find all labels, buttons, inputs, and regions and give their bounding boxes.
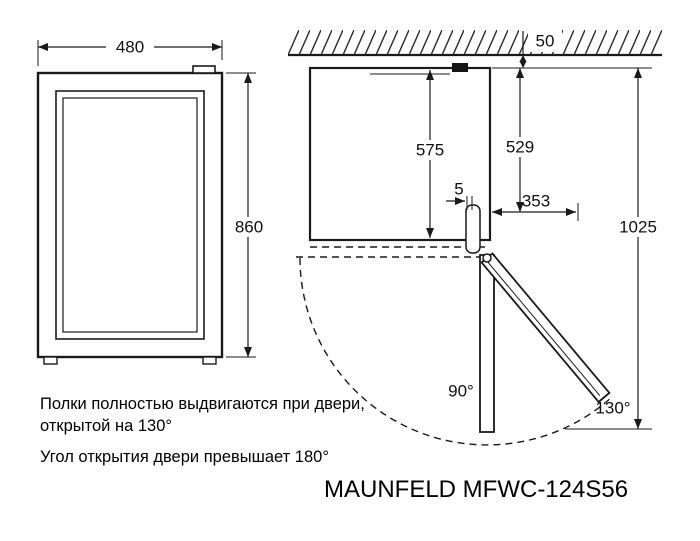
- note-line-3: Угол открытия двери превышает 180°: [40, 448, 329, 466]
- dim-depth-529: 529: [497, 68, 543, 212]
- note-line-1: Полки полностью выдвигаются при двери,: [40, 395, 365, 413]
- door-swing-arc: [299, 257, 613, 446]
- cabinet-top-outline: [308, 66, 492, 242]
- label-bg: [616, 217, 660, 237]
- cabinet-front-outline: [36, 71, 224, 359]
- notes-block: Полки полностью выдвигаются при двери, о…: [40, 395, 365, 466]
- front-view: [36, 65, 224, 365]
- hinge-bracket: [465, 204, 481, 254]
- wall-section: [288, 30, 662, 57]
- dim-depth-575: 575: [407, 70, 453, 238]
- dim-height-860: 860: [226, 72, 267, 358]
- angle-90-label: 90°: [448, 382, 474, 401]
- label-bg: [106, 37, 154, 57]
- dim-width-label: 480: [116, 38, 144, 57]
- door-open-130-group: [480, 252, 611, 404]
- arrow-down: [519, 61, 527, 68]
- door-open-90: [479, 254, 495, 433]
- dim-depth-label: 575: [416, 141, 444, 160]
- arrow-up: [519, 55, 527, 62]
- label-bg: [231, 217, 267, 237]
- wall-hatching: [288, 30, 662, 55]
- top-hinge-cap: [192, 65, 216, 74]
- hinge-pivot: [482, 253, 492, 263]
- note-line-2: открытой на 130°: [40, 417, 172, 435]
- dim-extension-label: 353: [522, 192, 550, 211]
- dim-depth2-label: 529: [506, 138, 534, 157]
- dim-width-480: 480: [37, 37, 223, 66]
- dim-extension-353: 353: [492, 192, 579, 221]
- left-foot: [43, 356, 58, 365]
- angle-130-label: 130°: [595, 399, 630, 418]
- right-foot: [202, 356, 217, 365]
- label-bg: [497, 137, 543, 157]
- door-panel-line: [487, 262, 601, 396]
- hinge-plate: [452, 63, 468, 72]
- dim-total-1025: 1025: [565, 68, 660, 430]
- dim-total-label: 1025: [619, 218, 657, 237]
- top-view: [296, 63, 613, 446]
- label-bg: [528, 30, 562, 52]
- dim-height-label: 860: [235, 218, 263, 237]
- door-glass: [62, 97, 198, 333]
- dim-gap-50: 50: [519, 30, 562, 68]
- door-open-130: [480, 252, 611, 404]
- dim-offset-label: 5: [454, 180, 463, 199]
- dim-gap-label: 50: [536, 32, 555, 51]
- dim-offset-5: 5: [446, 180, 473, 210]
- model-name: MAUNFELD MFWC-124S56: [324, 476, 628, 503]
- label-bg: [407, 140, 453, 160]
- door-frame: [55, 90, 205, 340]
